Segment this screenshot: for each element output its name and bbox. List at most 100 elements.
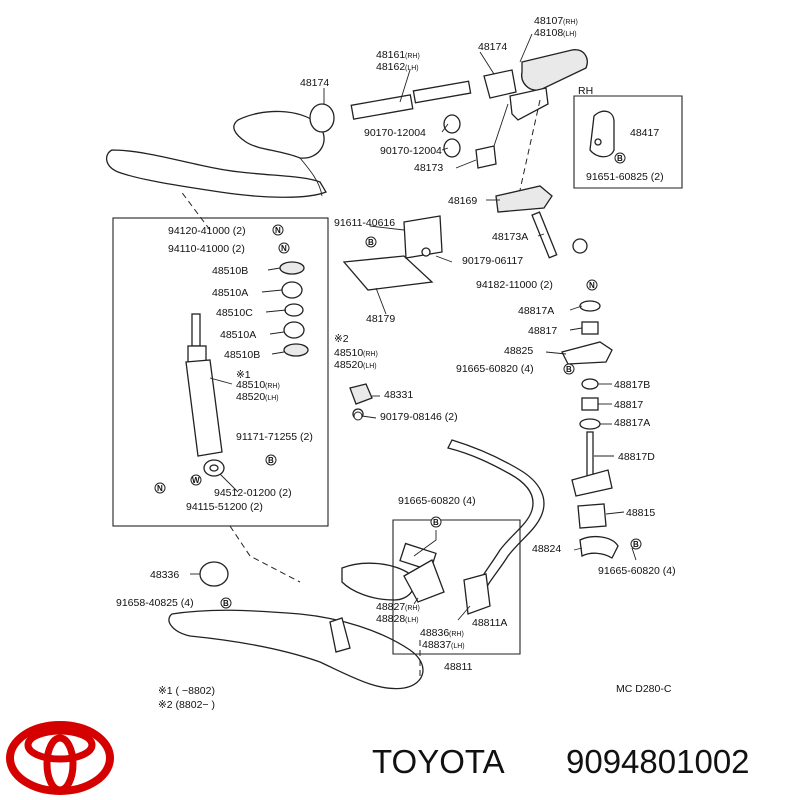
tag-lh: (LH)	[363, 363, 377, 370]
label-48817-mid: 48817	[614, 399, 643, 411]
torsion-linkage	[309, 49, 588, 259]
n-marker: N	[157, 484, 163, 493]
label-48162: 48162	[376, 61, 405, 73]
label-48179: 48179	[366, 313, 395, 325]
label-91665-a: 91665-60820 (4)	[456, 363, 534, 375]
label-rh: RH	[578, 85, 593, 97]
label-48417: 48417	[630, 127, 659, 139]
label-48510c: 48510C	[216, 307, 253, 319]
label-94512: 94512-01200 (2)	[214, 487, 292, 499]
label-48510a-bottom: 48510A	[220, 329, 256, 341]
upper-arm-sketch	[106, 110, 327, 198]
label-48520-lh2: 48520	[334, 359, 363, 371]
shock-kit-box	[112, 217, 329, 527]
skid-plate	[342, 215, 443, 291]
tag-rh: (RH)	[405, 53, 420, 60]
b-marker: B	[433, 518, 439, 527]
tag-rh: (RH)	[563, 19, 578, 26]
label-48331: 48331	[384, 389, 413, 401]
label-91611: 91611-40616	[334, 217, 395, 229]
b-marker: B	[368, 238, 374, 247]
label-48174-right: 48174	[478, 41, 507, 53]
diagram-code: MC D280-C	[616, 683, 672, 695]
label-48174-left: 48174	[300, 77, 329, 89]
label-48107: 48107	[534, 15, 563, 27]
part-labels: 48107 (RH) 48108 (LH) 48161 (RH) 48162 (…	[116, 15, 676, 711]
b-marker: B	[617, 154, 623, 163]
label-94110: 94110-41000 (2)	[168, 243, 245, 255]
b-marker: B	[566, 365, 572, 374]
tag-lh: (LH)	[405, 617, 419, 624]
label-48510-rh2: 48510	[334, 347, 363, 359]
part-number: 9094801002	[566, 743, 750, 780]
stabilizer-bar	[447, 439, 545, 597]
label-48169: 48169	[448, 195, 477, 207]
w-marker: W	[192, 476, 200, 485]
label-90179-a: 90179-06117	[462, 255, 523, 267]
label-48811: 48811	[444, 661, 473, 673]
tag-rh: (RH)	[265, 383, 280, 390]
label-48510-rh1: 48510	[236, 379, 265, 391]
bushing-kit-box	[392, 519, 521, 655]
tag-rh: (RH)	[405, 605, 420, 612]
brand-name: TOYOTA	[372, 743, 505, 780]
label-48173: 48173	[414, 162, 443, 174]
rh-inset-box	[573, 95, 683, 189]
label-91658: 91658-40825 (4)	[116, 597, 194, 609]
tag-lh: (LH)	[451, 643, 465, 650]
label-48836: 48836	[420, 627, 449, 639]
label-48817b: 48817B	[614, 379, 650, 391]
n-marker: N	[589, 281, 595, 290]
b-marker: B	[268, 456, 274, 465]
label-48173a: 48173A	[492, 231, 528, 243]
label-91665-c: 91665-60820 (4)	[598, 565, 676, 577]
label-48817d: 48817D	[618, 451, 655, 463]
tag-lh: (LH)	[405, 65, 419, 72]
label-94120: 94120-41000 (2)	[168, 225, 246, 237]
label-48817-top: 48817	[528, 325, 557, 337]
label-48815: 48815	[626, 507, 655, 519]
tag-rh: (RH)	[363, 351, 378, 358]
label-48510b-top: 48510B	[212, 265, 248, 277]
b-marker: B	[633, 540, 639, 549]
label-48825: 48825	[504, 345, 533, 357]
tag-lh: (LH)	[265, 395, 279, 402]
right-hardware	[199, 300, 619, 615]
n-marker: N	[275, 226, 281, 235]
label-48161: 48161	[376, 49, 405, 61]
label-48510a-top: 48510A	[212, 287, 248, 299]
label-90170-b: 90170-12004	[380, 145, 442, 157]
b-marker: B	[223, 599, 229, 608]
label-48811a: 48811A	[472, 617, 507, 629]
label-90170-a: 90170-12004	[364, 127, 426, 139]
label-48827: 48827	[376, 601, 405, 613]
label-94115: 94115-51200 (2)	[186, 501, 263, 513]
label-48828: 48828	[376, 613, 405, 625]
n-marker: N	[281, 244, 287, 253]
label-48817a-mid: 48817A	[614, 417, 650, 429]
label-48817a-top: 48817A	[518, 305, 554, 317]
label-90179-b: 90179-08146 (2)	[380, 411, 458, 423]
toyota-logo	[6, 721, 114, 795]
label-91651: 91651-60825 (2)	[586, 171, 664, 183]
label-48837: 48837	[422, 639, 451, 651]
tag-rh: (RH)	[449, 631, 464, 638]
label-91665-b: 91665-60820 (4)	[398, 495, 476, 507]
note-1: ※1 ( −8802)	[158, 685, 215, 697]
mark-1: ※1	[236, 369, 251, 381]
tag-lh: (LH)	[563, 31, 577, 38]
label-48824: 48824	[532, 543, 561, 555]
note-2: ※2 (8802− )	[158, 699, 215, 711]
label-48336: 48336	[150, 569, 179, 581]
label-91171: 91171-71255 (2)	[236, 431, 313, 443]
label-94182: 94182-11000 (2)	[476, 279, 553, 291]
mark-2: ※2	[334, 333, 349, 345]
label-48510b-bottom: 48510B	[224, 349, 260, 361]
label-48108: 48108	[534, 27, 563, 39]
lower-arm-sketch	[168, 562, 424, 690]
leader-lines	[190, 33, 637, 621]
label-48520-lh1: 48520	[236, 391, 265, 403]
rh-bracket	[589, 110, 615, 158]
shock-absorber	[185, 261, 309, 477]
